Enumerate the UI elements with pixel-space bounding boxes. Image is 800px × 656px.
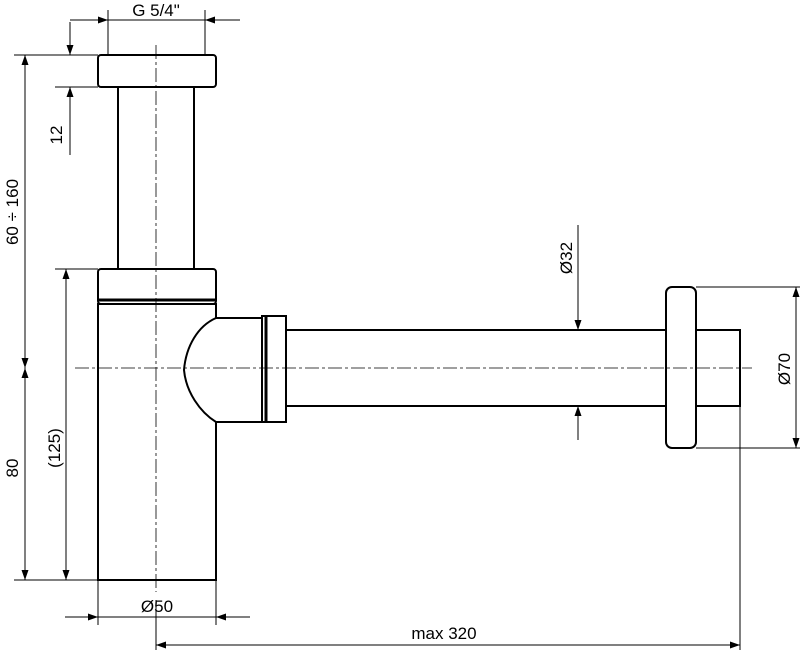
outlet-height-label: 80 [3, 459, 22, 478]
center-lines [75, 45, 752, 592]
outlet-neck [182, 317, 263, 423]
cap-height-label: 12 [47, 126, 66, 145]
trap-geometry [97, 54, 741, 581]
pipe-diameter-label: Ø32 [557, 242, 576, 274]
top-cap [97, 54, 217, 88]
rosette-diameter-label: Ø70 [775, 353, 794, 385]
wall-rosette [665, 286, 697, 449]
body-diameter-label: Ø50 [141, 597, 173, 616]
height-range-label: 60 ÷ 160 [3, 179, 22, 245]
max-length-label: max 320 [411, 624, 476, 643]
dimension-lines [21, 16, 800, 649]
trap-body [97, 303, 217, 581]
thread-label: G 5/4" [132, 1, 180, 20]
dimension-labels: G 5/4" 12 60 ÷ 160 80 (125) Ø50 Ø32 Ø70 … [3, 1, 794, 643]
body-height-label: (125) [45, 428, 64, 468]
